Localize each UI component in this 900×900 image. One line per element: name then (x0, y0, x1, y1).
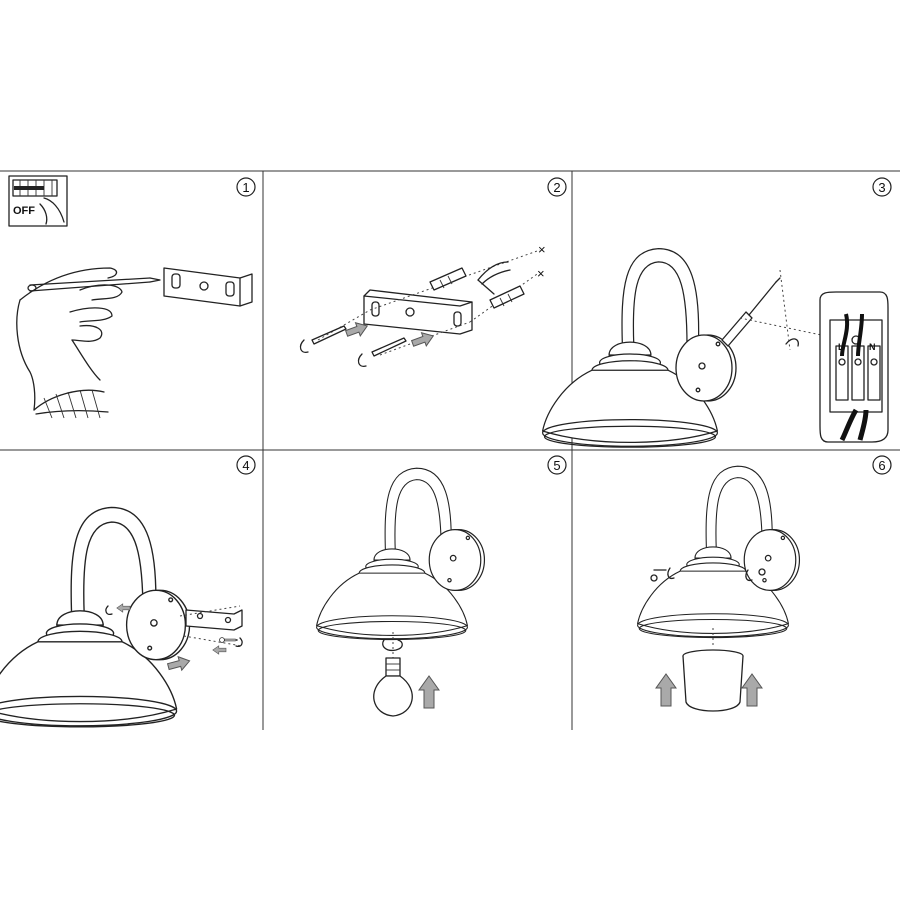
step-number-4: 4 (236, 455, 256, 475)
step-number-6: 6 (872, 455, 892, 475)
panel-1-mark-holes: OFF (8, 175, 253, 419)
switch-off-icon: OFF (8, 175, 68, 227)
hand-pencil-icon (16, 267, 161, 419)
screw-left (650, 567, 675, 582)
svg-text:2: 2 (553, 180, 560, 195)
screw-upper (299, 325, 347, 353)
wall-plate (428, 529, 486, 591)
wall-plug-lower (489, 285, 525, 309)
terminal-label-n: N (869, 342, 876, 352)
wall-plate (125, 589, 191, 661)
panel-4-attach-lamp (0, 506, 243, 728)
up-arrow (418, 675, 440, 709)
bracket (363, 289, 473, 335)
svg-text:1: 1 (242, 180, 249, 195)
panel-5-insert-bulb (316, 467, 486, 717)
screw-left (105, 603, 131, 616)
svg-text:5: 5 (553, 458, 560, 473)
panel-grid (0, 170, 900, 730)
up-arrow-right (741, 673, 763, 707)
switch-off-label: OFF (13, 205, 35, 217)
light-bulb-icon (373, 657, 413, 717)
terminal-block-zoom: L N (819, 291, 889, 443)
arrow-right-lower (409, 328, 437, 351)
terminal-label-l: L (838, 342, 844, 352)
pliers-icon (477, 261, 511, 295)
mounting-bracket (163, 267, 253, 307)
up-arrow-left (655, 673, 677, 707)
svg-text:4: 4 (242, 458, 249, 473)
svg-text:6: 6 (878, 458, 885, 473)
svg-text:×: × (537, 266, 545, 281)
step-number-2: 2 (547, 177, 567, 197)
step-number-3: 3 (872, 177, 892, 197)
svg-text:×: × (538, 242, 546, 257)
screw-right (745, 568, 766, 582)
wall-plug-upper (429, 267, 467, 291)
screw-right (212, 637, 243, 655)
panel-6-fit-cover (637, 465, 801, 712)
wall-plate (743, 529, 801, 591)
panel-3-wiring: L N (541, 247, 889, 448)
glass-cover-icon (682, 649, 744, 712)
step-number-1: 1 (236, 177, 256, 197)
panel-2-fix-bracket: × × (299, 242, 546, 367)
bracket (185, 609, 243, 631)
svg-text:3: 3 (878, 180, 885, 195)
screw-lower (357, 337, 407, 367)
step-number-5: 5 (547, 455, 567, 475)
ring-clip (382, 639, 403, 652)
screwdriver-icon (721, 277, 781, 347)
